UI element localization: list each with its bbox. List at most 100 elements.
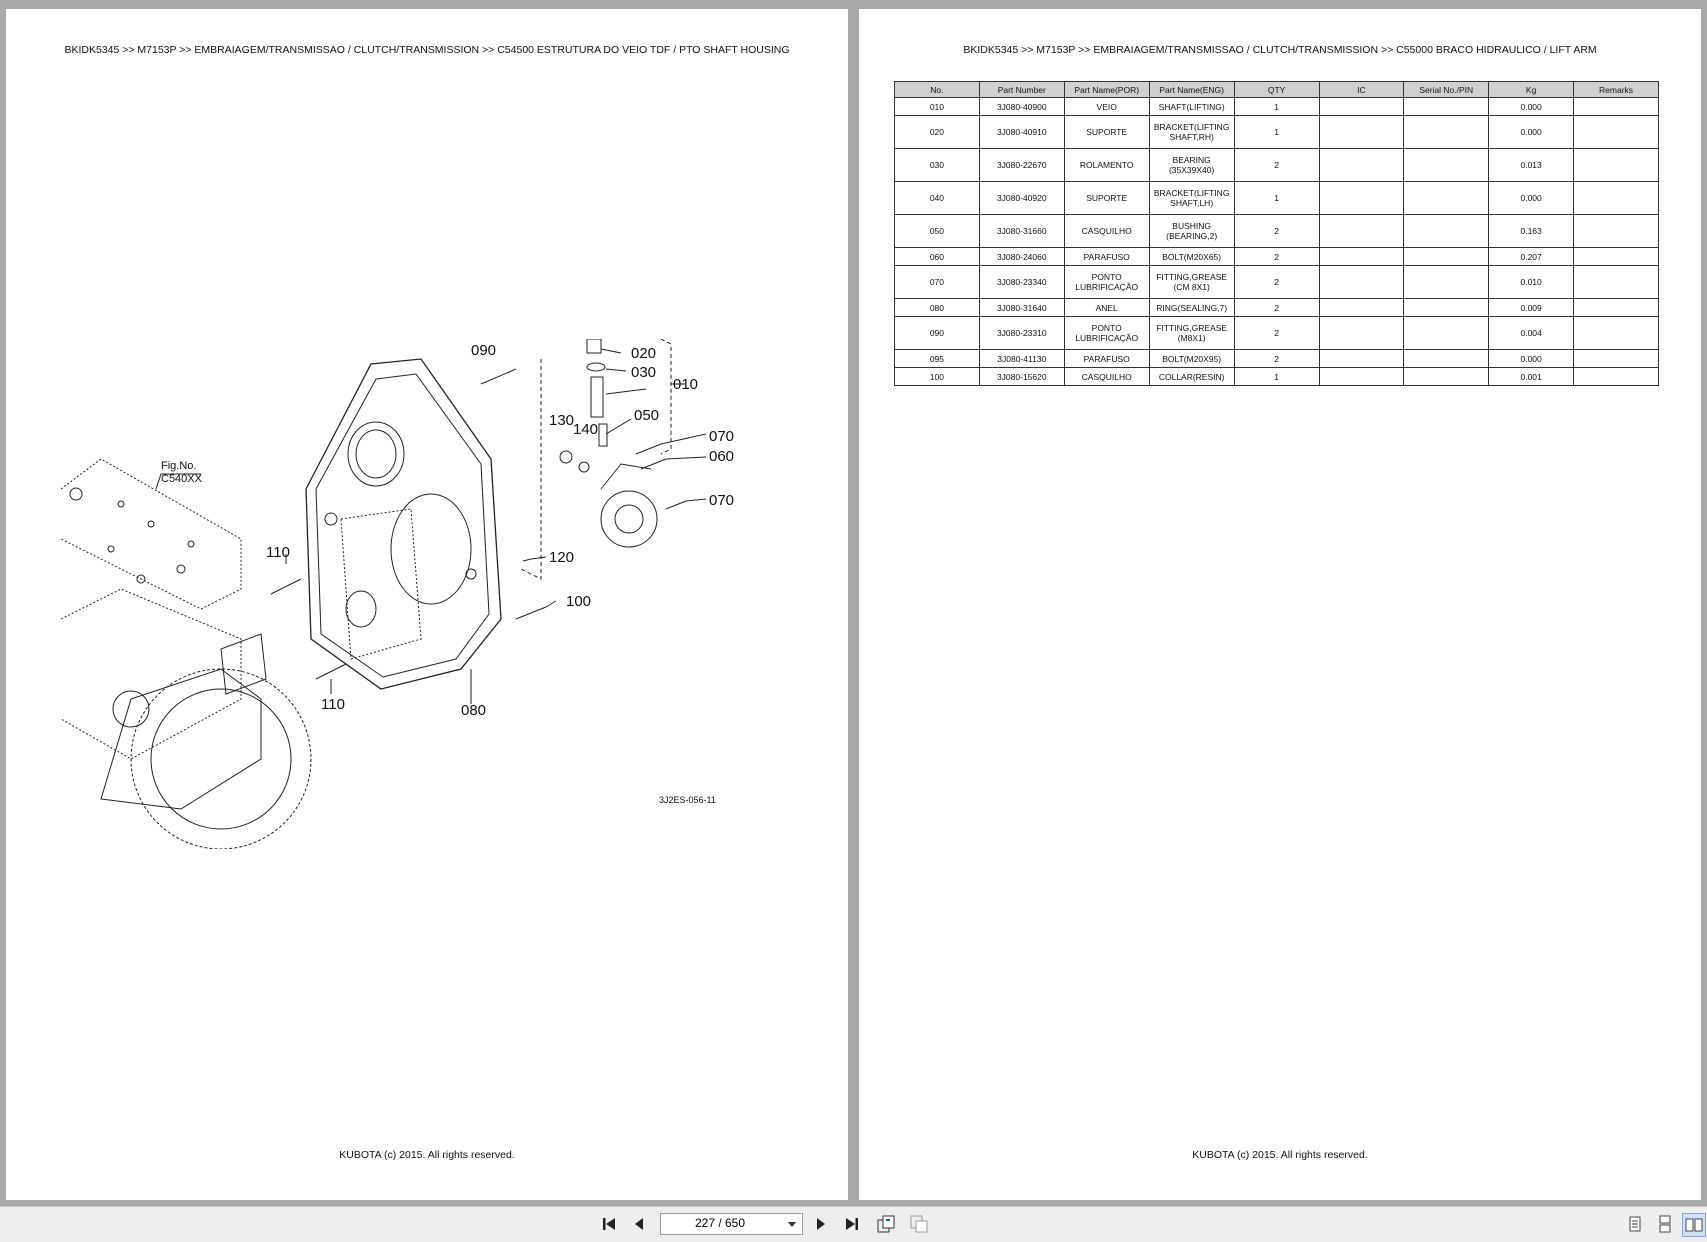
callout-020: 020 xyxy=(631,345,656,362)
rotate-icon xyxy=(877,1215,895,1233)
table-cell: 3J080-24060 xyxy=(978,247,1065,266)
table-cell: BEARING (35X39X40) xyxy=(1148,148,1235,182)
table-cell xyxy=(1318,349,1405,368)
table-cell: 0.207 xyxy=(1488,247,1575,266)
table-cell xyxy=(1573,349,1659,368)
table-cell: ANEL xyxy=(1063,298,1150,317)
table-cell: 2 xyxy=(1233,214,1320,248)
table-cell: 1 xyxy=(1233,97,1320,116)
table-cell: FITTING,GREASE (M8X1) xyxy=(1148,316,1235,350)
table-cell: 3J080-23310 xyxy=(978,316,1065,350)
table-cell: 3J080-31660 xyxy=(978,214,1065,248)
page-number-field[interactable] xyxy=(660,1213,803,1235)
table-cell xyxy=(1573,265,1659,299)
continuous-view-button[interactable] xyxy=(1654,1213,1676,1235)
table-cell: ROLAMENTO xyxy=(1063,148,1150,182)
table-cell xyxy=(1318,97,1405,116)
table-cell: 3J080-41130 xyxy=(978,349,1065,368)
table-cell xyxy=(1573,247,1659,266)
right-page: BKIDK5345 >> M7153P >> EMBRAIAGEM/TRANSM… xyxy=(859,9,1701,1200)
table-cell: 0.000 xyxy=(1488,97,1575,116)
table-cell: 0.004 xyxy=(1488,316,1575,350)
table-header-cell: IC xyxy=(1318,81,1405,98)
two-page-view-button[interactable] xyxy=(1682,1213,1706,1237)
first-page-button[interactable] xyxy=(598,1213,620,1235)
callout-010: 010 xyxy=(673,376,698,393)
table-cell: 090 xyxy=(894,316,980,350)
callout-030: 030 xyxy=(631,364,656,381)
table-cell: 3J080-23340 xyxy=(978,265,1065,299)
last-page-button[interactable] xyxy=(841,1213,863,1235)
table-cell: 1 xyxy=(1233,181,1320,215)
table-cell xyxy=(1318,265,1405,299)
table-cell: BOLT(M20X65) xyxy=(1148,247,1235,266)
table-cell xyxy=(1573,214,1659,248)
table-cell xyxy=(1573,97,1659,116)
page-dropdown-icon[interactable] xyxy=(788,1222,796,1227)
previous-page-button[interactable] xyxy=(628,1213,650,1235)
fig-label: Fig.No. xyxy=(161,460,196,472)
table-header-cell: No. xyxy=(894,81,980,98)
table-cell: SUPORTE xyxy=(1063,181,1150,215)
table-cell: BRACKET(LIFTING SHAFT,RH) xyxy=(1148,115,1235,149)
table-header-cell: Part Name(ENG) xyxy=(1148,81,1235,98)
fit-page-button[interactable] xyxy=(908,1213,930,1235)
table-cell xyxy=(1318,181,1405,215)
table-cell xyxy=(1403,97,1490,116)
table-cell: 050 xyxy=(894,214,980,248)
table-header-cell: Part Name(POR) xyxy=(1063,81,1150,98)
first-page-icon xyxy=(603,1218,615,1230)
table-cell: SUPORTE xyxy=(1063,115,1150,149)
table-cell: RING(SEALING,7) xyxy=(1148,298,1235,317)
table-cell: SHAFT(LIFTING) xyxy=(1148,97,1235,116)
table-cell: 2 xyxy=(1233,349,1320,368)
table-cell: PARAFUSO xyxy=(1063,349,1150,368)
table-cell xyxy=(1403,265,1490,299)
table-cell xyxy=(1318,247,1405,266)
table-cell: 1 xyxy=(1233,115,1320,149)
drawing-id: 3J2ES-056-11 xyxy=(659,795,716,805)
table-cell: 2 xyxy=(1233,148,1320,182)
right-breadcrumb: BKIDK5345 >> M7153P >> EMBRAIAGEM/TRANSM… xyxy=(963,44,1597,56)
callout-080: 080 xyxy=(461,702,486,719)
table-cell xyxy=(1573,181,1659,215)
table-cell: CASQUILHO xyxy=(1063,214,1150,248)
table-cell xyxy=(1403,181,1490,215)
page-number-input[interactable] xyxy=(661,1214,779,1232)
table-cell: 0.000 xyxy=(1488,181,1575,215)
rotate-button[interactable] xyxy=(875,1213,897,1235)
table-cell xyxy=(1403,115,1490,149)
single-page-view-button[interactable] xyxy=(1624,1213,1646,1235)
callout-070-bottom: 070 xyxy=(709,492,734,509)
table-cell: COLLAR(RESIN) xyxy=(1148,367,1235,386)
table-cell xyxy=(1573,298,1659,317)
table-cell: BUSHING (BEARING,2) xyxy=(1148,214,1235,248)
table-cell: 060 xyxy=(894,247,980,266)
table-cell: 095 xyxy=(894,349,980,368)
table-cell xyxy=(1403,298,1490,317)
table-cell xyxy=(1403,247,1490,266)
two-page-icon xyxy=(1685,1218,1703,1232)
table-cell: CASQUILHO xyxy=(1063,367,1150,386)
table-cell: 0.163 xyxy=(1488,214,1575,248)
table-header-cell: Part Number xyxy=(978,81,1065,98)
last-page-icon xyxy=(846,1218,858,1230)
next-page-button[interactable] xyxy=(810,1213,832,1235)
table-cell: VEIO xyxy=(1063,97,1150,116)
table-cell: FITTING,GREASE (CM 8X1) xyxy=(1148,265,1235,299)
table-header-cell: Kg xyxy=(1488,81,1575,98)
callout-070-top: 070 xyxy=(709,428,734,445)
table-cell xyxy=(1403,214,1490,248)
table-cell xyxy=(1573,316,1659,350)
callout-120: 120 xyxy=(549,549,574,566)
table-cell: 0.000 xyxy=(1488,115,1575,149)
